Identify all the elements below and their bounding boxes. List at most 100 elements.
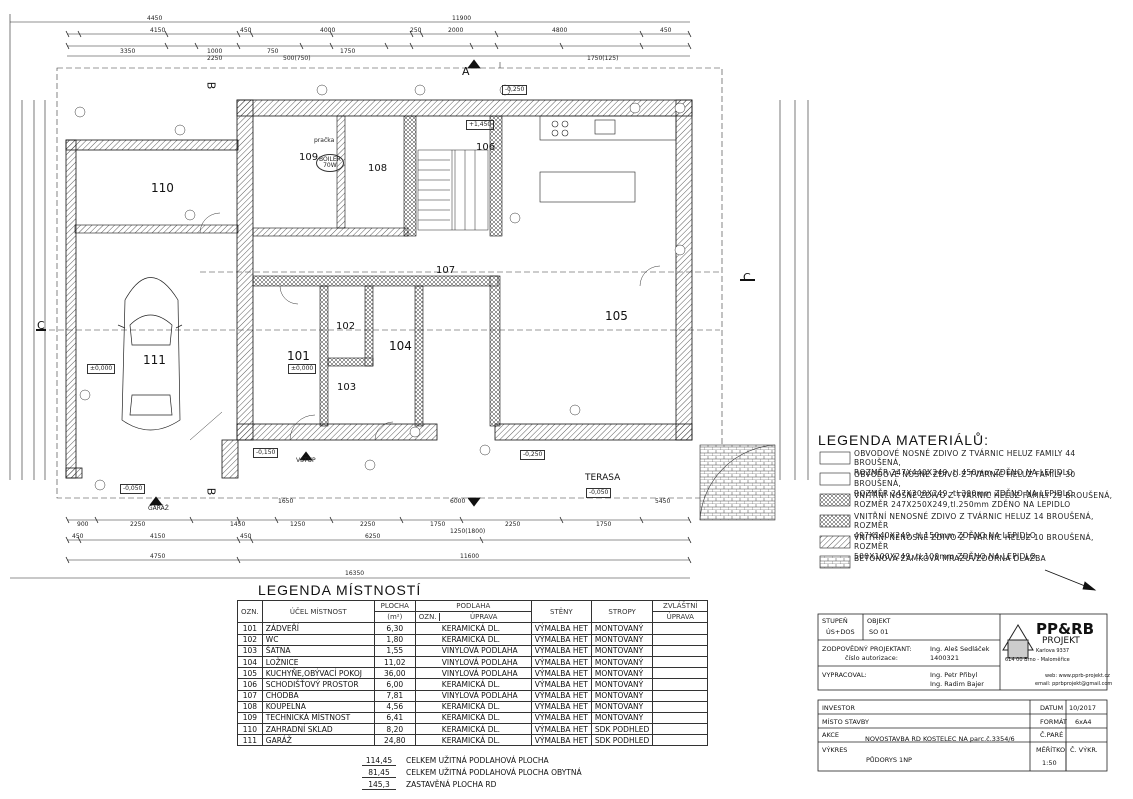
total-value: 145,3 <box>362 780 396 790</box>
tb-akce: NOVOSTAVBA RD KOSTELEC NA parc.č.3354/6 <box>865 735 1015 743</box>
room-area: 11,02 <box>373 655 416 669</box>
room-num: 104 <box>237 655 263 669</box>
title-block-frames <box>817 613 1108 772</box>
company-logo <box>1002 624 1034 659</box>
dim-total-top: 11900 <box>452 15 472 22</box>
room-floor: KERAMICKÁ DL. <box>414 633 532 646</box>
tb-mist-label: MÍSTO STAVBY <box>822 718 869 726</box>
tb-datum: 10/2017 <box>1069 704 1097 712</box>
detail-tags <box>74 84 686 491</box>
room-area: 6,00 <box>373 678 416 691</box>
dim: 4750 <box>150 553 166 560</box>
tb-objekt: SO 01 <box>869 628 889 636</box>
material-item: VNITŘNÍ NENOSNÉ ZDIVO Z TVÁRNIC HELUZ 14… <box>854 512 1114 540</box>
dim: 6250 <box>365 533 381 540</box>
tb-stupen: ÚS+DOS <box>826 628 855 636</box>
tb-datum-label: DATUM <box>1040 704 1064 712</box>
section-b-bottom: B <box>204 487 218 496</box>
col-stropy: STROPY <box>590 599 654 624</box>
room-num: 103 <box>237 644 263 657</box>
dim: 750 <box>267 48 279 55</box>
col-ozn2: OZN. <box>419 613 440 622</box>
room-special <box>652 678 709 691</box>
room-area: 4,56 <box>373 700 416 713</box>
room-number-103: 103 <box>337 382 357 393</box>
material-item: BETONOVÁ ZÁMKOVÁ MRAZUVZDORNÁ DLAŽBA <box>854 554 1114 566</box>
room-floor: VINYLOVÁ PODLAHA <box>414 644 532 657</box>
material-line1: VNITŘNÍ NENOSNÉ ZDIVO Z TVÁRNIC HELUZ 10… <box>854 533 1094 552</box>
tb-stupen-label: STUPEŇ <box>822 617 848 625</box>
room-number-104: 104 <box>389 339 412 353</box>
room-wall: VÝMALBA HET <box>530 633 592 646</box>
material-line1: VNITŘNÍ NENOSNÉ ZDIVO Z TVÁRNIC HELUZ 14… <box>854 512 1094 531</box>
dim: 2000 <box>448 27 464 34</box>
washing-machine-label: pračka <box>314 137 335 144</box>
level-tag: -0,050 <box>120 484 146 494</box>
room-floor: KERAMICKÁ DL. <box>414 622 532 635</box>
dimension-ticks <box>65 30 692 564</box>
room-special <box>652 655 709 669</box>
room-num: 101 <box>237 622 263 635</box>
tb-addr1: Karlova 9337 <box>1036 648 1070 654</box>
dim: 1650 <box>278 498 294 505</box>
room-special <box>652 644 709 657</box>
room-area: 6,41 <box>373 711 416 725</box>
tb-meritko: 1:50 <box>1042 759 1057 767</box>
terrace-paving <box>699 444 776 521</box>
dim: 11600 <box>460 553 480 560</box>
material-line1: OBVODOVÉ NOSNÉ ZDIVO Z TVÁRNIC HELUZ FAM… <box>854 449 1076 468</box>
tb-meritko-label: MĚŘÍTKO <box>1036 746 1066 754</box>
dim: 450 <box>240 533 252 540</box>
material-line1: BETONOVÁ ZÁMKOVÁ MRAZUVZDORNÁ DLAŽBA <box>854 554 1046 563</box>
material-item: VNITŘNÍ NENOSNÉ ZDIVO Z TVÁRNIC HELUZ 10… <box>854 533 1114 561</box>
room-area: 7,81 <box>373 689 416 702</box>
tb-addr2: 614 00 Brno - Maloměřice <box>1005 657 1070 663</box>
dim: 4000 <box>320 27 336 34</box>
col-zvlastni: ZVLÁŠTNÍ <box>652 599 709 613</box>
top-dimension-lines <box>9 14 809 579</box>
tb-investor-label: INVESTOR <box>822 704 856 712</box>
room-name: WC <box>261 633 375 646</box>
dim: 5450 <box>655 498 671 505</box>
col-ozn: OZN. <box>237 599 263 624</box>
room-floor: VINYLOVÁ PODLAHA <box>414 667 532 680</box>
dim: 2250 <box>505 521 521 528</box>
room-number-105: 105 <box>605 309 628 323</box>
material-item: OBVODOVÉ NOSNÉ ZDIVO Z TVÁRNIC HELUZ FAM… <box>854 449 1114 477</box>
col-zvlastni2: ÚPRAVA <box>652 611 709 624</box>
room-number-110: 110 <box>151 181 174 195</box>
room-ceiling: MONTOVANÝ <box>590 622 654 635</box>
boiler-label: BOILER 70W <box>316 154 344 172</box>
dim: 1450 <box>230 521 246 528</box>
total-value: 114,45 <box>362 756 396 766</box>
room-num: 109 <box>237 711 263 725</box>
room-special <box>652 689 709 702</box>
room-wall: VÝMALBA HET <box>530 723 592 736</box>
room-legend-table: OZN. ÚČEL MÍSTNOST PLOCHA PODLAHA STĚNY … <box>237 599 709 747</box>
material-legend-list: OBVODOVÉ NOSNÉ ZDIVO Z TVÁRNIC HELUZ FAM… <box>854 449 1114 566</box>
room-ceiling: MONTOVANÝ <box>590 711 654 725</box>
dim: 4150 <box>150 533 166 540</box>
room-name: ZAHRADNÍ SKLAD <box>261 723 375 736</box>
total-label: ZASTAVĚNÁ PLOCHA RD <box>406 780 497 789</box>
dim: 2250 <box>130 521 146 528</box>
room-wall: VÝMALBA HET <box>530 734 592 747</box>
level-tag: ±0,000 <box>288 364 317 374</box>
material-swatches <box>819 451 851 569</box>
dim: 1250 <box>290 521 306 528</box>
room-num: 105 <box>237 667 263 680</box>
dim: 2250 <box>207 55 223 62</box>
tb-email: email: pprbprojekt@gmail.com <box>1035 681 1113 687</box>
room-num: 107 <box>237 689 263 702</box>
dim: 900 <box>77 521 89 528</box>
staircase <box>417 149 489 231</box>
room-ceiling: SDK PODHLED <box>590 723 654 736</box>
